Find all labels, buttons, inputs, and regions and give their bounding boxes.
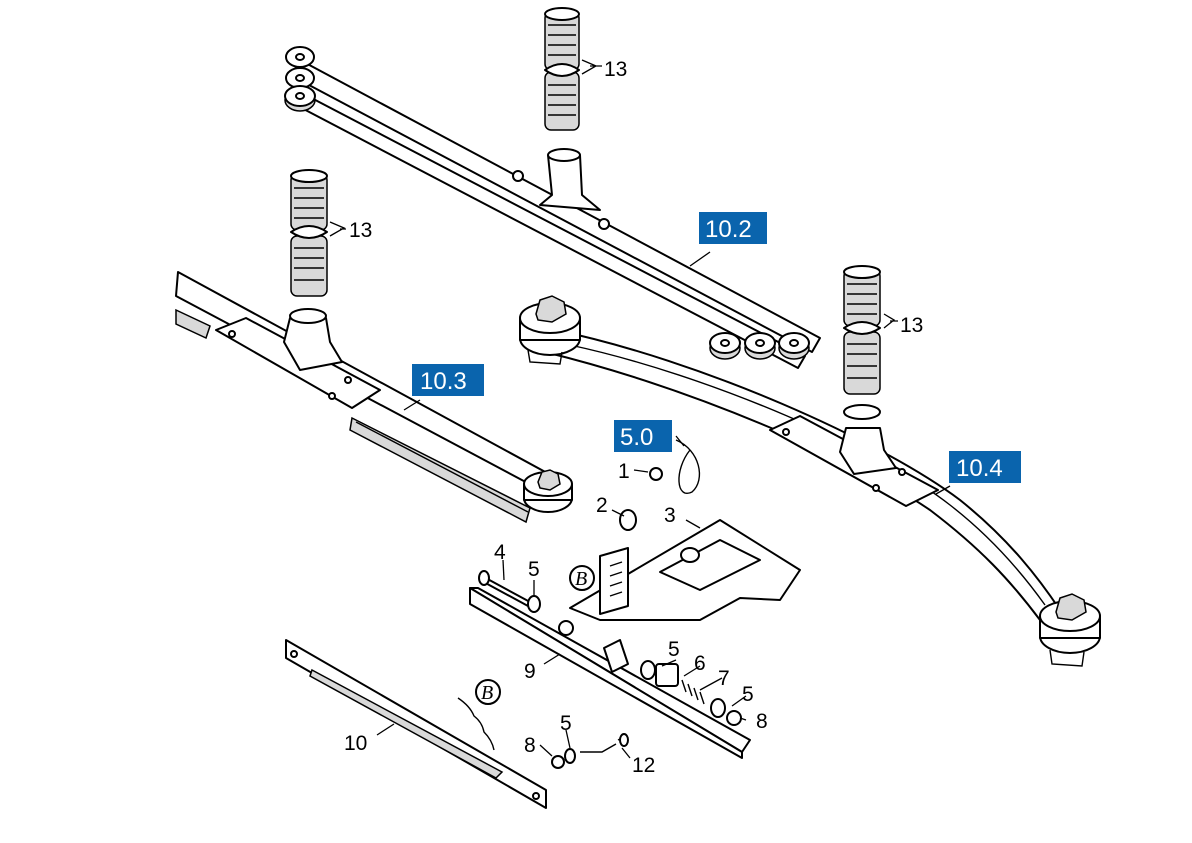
knob-left-frame [523,469,573,513]
spring-right [843,265,881,395]
part-number-8-b: 8 [524,734,536,757]
part-number-13-right: 13 [900,314,923,337]
part-number-1: 1 [618,460,630,483]
squeegee-frame-curved [519,295,1101,667]
knob-curved-frame-left [519,295,581,365]
callout-5-0: 5.0 [614,420,672,452]
spring-top [544,7,580,131]
part-number-9: 9 [524,660,536,683]
squeegee-frame-upper [284,46,821,369]
part-number-13-left: 13 [349,219,372,242]
part-number-7: 7 [718,667,730,690]
part-number-8-a: 8 [756,710,768,733]
svg-text:5.0: 5.0 [620,424,653,451]
bar-part-10 [285,639,547,809]
hardware-parts [457,439,742,769]
part-number-5-c: 5 [742,683,754,706]
part-number-5-b: 5 [668,638,680,661]
part-number-12: 12 [632,754,655,777]
reference-letter-b-upper: B [575,568,587,590]
knob-curved-frame-right [1039,593,1101,667]
svg-text:10.3: 10.3 [420,368,467,395]
bracket-assembly [569,519,801,621]
part-number-6: 6 [694,652,706,675]
part-number-13-top: 13 [604,58,627,81]
callout-10-3: 10.3 [412,364,484,396]
roller-row-right [709,332,810,360]
callout-10-2: 10.2 [699,212,767,244]
roller-stack-left [284,46,316,112]
part-number-10: 10 [344,732,367,755]
part-number-4: 4 [494,541,506,564]
svg-text:10.2: 10.2 [705,216,752,243]
part-number-2: 2 [596,494,608,517]
reference-letter-b-lower: B [481,682,493,704]
svg-text:10.4: 10.4 [956,455,1003,482]
leader-lines [329,59,951,759]
squeegee-frame-left [175,271,573,524]
part-number-3: 3 [664,504,676,527]
callout-10-4: 10.4 [949,451,1021,483]
part-number-5-d: 5 [560,712,572,735]
spring-left [290,169,328,297]
bar-part-9 [469,587,751,759]
part-number-labels: 13 13 13 1 2 3 4 5 9 5 6 7 5 8 10 8 5 12 [344,58,923,777]
reference-letter-marks: B B [475,565,595,705]
part-number-5-a: 5 [528,558,540,581]
